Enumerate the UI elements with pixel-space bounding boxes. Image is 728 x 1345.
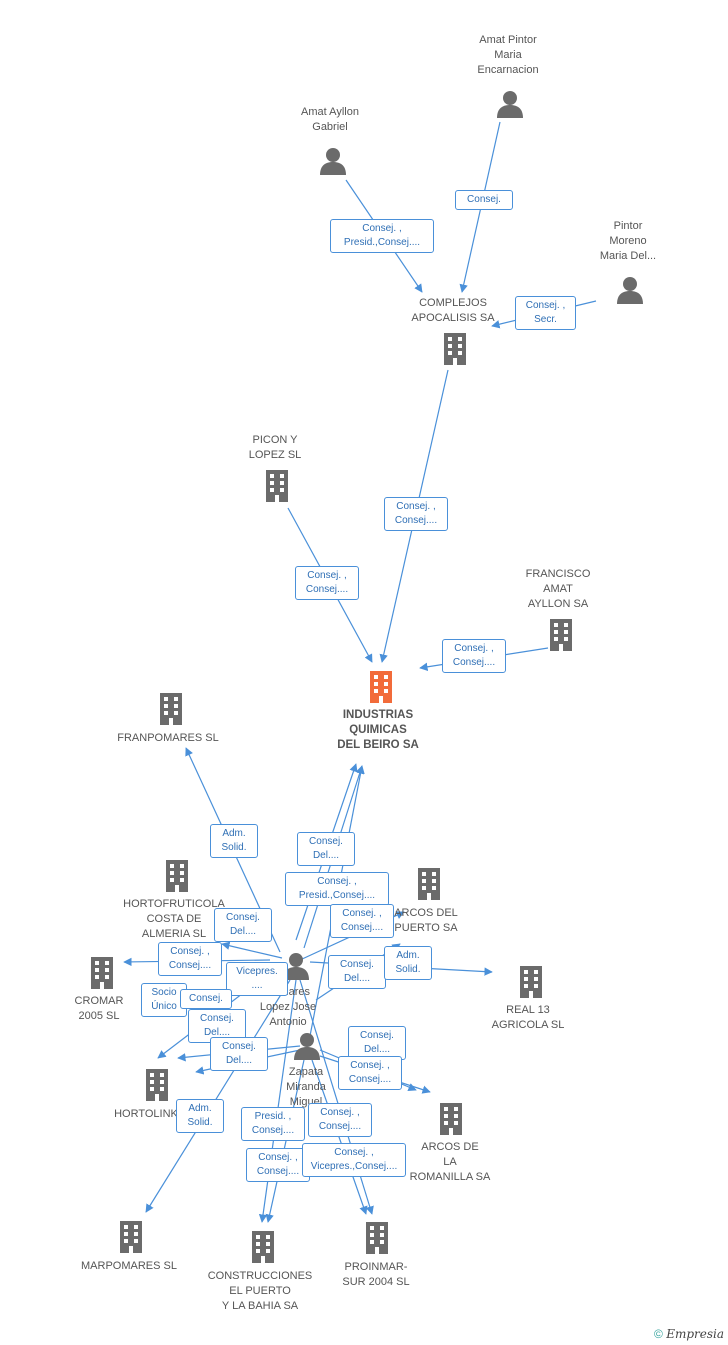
main-building-icon [370, 671, 392, 703]
building-icon [91, 957, 113, 989]
node-label-hortolink[interactable]: HORTOLINK [114, 1108, 178, 1120]
edge-label[interactable]: Consej. , Vicepres.,Consej.... [302, 1143, 406, 1177]
building-icon [440, 1103, 462, 1135]
edge-label[interactable]: Adm. Solid. [176, 1099, 224, 1133]
building-icon [550, 619, 572, 651]
edge [145, 979, 291, 1213]
building-icon [252, 1231, 274, 1263]
edge-label[interactable]: Vicepres. .... [226, 962, 288, 996]
node-label-amat-ayllon[interactable]: Amat Ayllon Gabriel [301, 106, 359, 133]
edge-label[interactable]: Consej. , Presid.,Consej.... [285, 872, 389, 906]
edge-label[interactable]: Consej. , Consej.... [384, 497, 448, 531]
building-icon [520, 966, 542, 998]
node-label-francisco[interactable]: FRANCISCO AMAT AYLLON SA [525, 568, 591, 610]
edge-label[interactable]: Consej. , Consej.... [442, 639, 506, 673]
edge-label[interactable]: Adm. Solid. [384, 946, 432, 980]
building-icon [120, 1221, 142, 1253]
edge [265, 1059, 305, 1223]
edge-label[interactable]: Consej. , Consej.... [158, 942, 222, 976]
building-icon [444, 333, 466, 365]
node-label-proinmar[interactable]: PROINMAR- SUR 2004 SL [342, 1261, 410, 1288]
building-icon [366, 1222, 388, 1254]
edge-label[interactable]: Consej. Del.... [328, 955, 386, 989]
brand-logo: Empresia [666, 1327, 724, 1341]
edge-label[interactable]: Consej. Del.... [297, 832, 355, 866]
node-label-picon[interactable]: PICON Y LOPEZ SL [248, 434, 302, 461]
edge-label[interactable]: Consej. , Presid.,Consej.... [330, 219, 434, 253]
edge-label[interactable]: Consej. , Consej.... [295, 566, 359, 600]
node-label-arcos-romanilla[interactable]: ARCOS DE LA ROMANILLA SA [409, 1141, 491, 1183]
person-icon [617, 277, 643, 304]
edge-label[interactable]: Consej. [180, 989, 232, 1009]
edge [221, 941, 283, 959]
node-label-cromar[interactable]: CROMAR 2005 SL [74, 995, 124, 1022]
edge-label[interactable]: Consej. Del.... [214, 908, 272, 942]
edge-label[interactable]: Consej. , Consej.... [308, 1103, 372, 1137]
building-icon [266, 470, 288, 502]
edge-label[interactable]: Consej. [455, 190, 513, 210]
building-icon [160, 693, 182, 725]
building-icon [418, 868, 440, 900]
watermark: © Empresia [654, 1327, 724, 1341]
node-label-amat-pintor[interactable]: Amat Pintor Maria Encarnacion [477, 34, 539, 76]
node-label-franpomares[interactable]: FRANPOMARES SL [117, 732, 219, 744]
node-label-complejos[interactable]: COMPLEJOS APOCALISIS SA [411, 297, 495, 324]
edge-label[interactable]: Adm. Solid. [210, 824, 258, 858]
edge [311, 1059, 368, 1215]
node-label-hortofruticola[interactable]: HORTOFRUTICOLA COSTA DE ALMERIA SL [123, 898, 225, 940]
edge-label[interactable]: Presid. , Consej.... [241, 1107, 305, 1141]
building-icon [166, 860, 188, 892]
building-icon [146, 1069, 168, 1101]
node-label-industrias[interactable]: INDUSTRIAS QUIMICAS DEL BEIRO SA [337, 709, 419, 751]
person-icon [497, 91, 523, 118]
edge-label[interactable]: Socio Único [141, 983, 187, 1017]
edge-label[interactable]: Consej. , Secr. [515, 296, 576, 330]
edge-label[interactable]: Consej. , Consej.... [246, 1148, 310, 1182]
node-label-real13[interactable]: REAL 13 AGRICOLA SL [491, 1004, 565, 1031]
node-label-pintor-moreno[interactable]: Pintor Moreno Maria Del... [599, 220, 657, 262]
edge-label[interactable]: Consej. , Consej.... [338, 1056, 402, 1090]
copyright-icon: © [654, 1327, 663, 1341]
node-label-construcciones[interactable]: CONSTRUCCIONES EL PUERTO Y LA BAHIA SA [207, 1270, 313, 1312]
edge-label[interactable]: Consej. Del.... [348, 1026, 406, 1060]
edge-label[interactable]: Consej. , Consej.... [330, 904, 394, 938]
edge-label[interactable]: Consej. Del.... [210, 1037, 268, 1071]
person-icon [320, 148, 346, 175]
node-label-arcos-puerto[interactable]: ARCOS DEL PUERTO SA [394, 907, 458, 934]
node-label-marpomares[interactable]: MARPOMARES SL [81, 1260, 177, 1272]
